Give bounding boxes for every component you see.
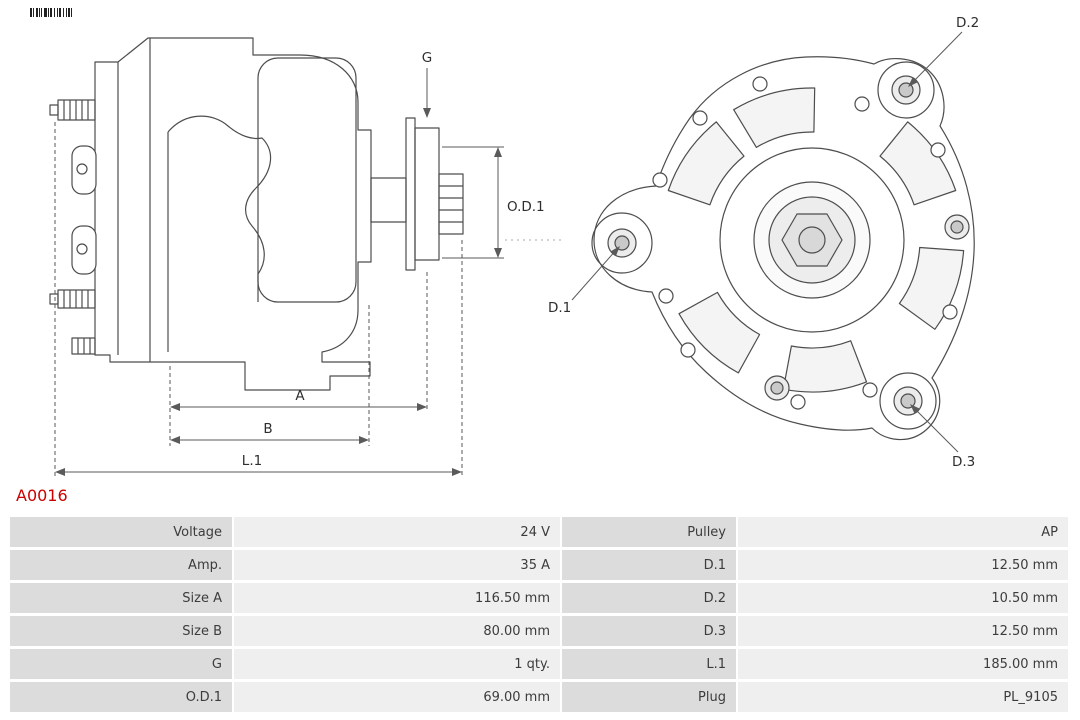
spec-value-plug: PL_9105 bbox=[738, 682, 1068, 712]
side-view-dimensions bbox=[54, 68, 565, 478]
dimension-label-l1: L.1 bbox=[242, 453, 262, 469]
dimension-label-od1: O.D.1 bbox=[507, 199, 545, 215]
spec-label-amp: Amp. bbox=[10, 550, 232, 580]
pulley-nut bbox=[719, 147, 905, 333]
spec-label-od1: O.D.1 bbox=[10, 682, 232, 712]
front-view-leaders bbox=[571, 31, 963, 453]
alternator-drawing-svg: G O.D.1 A B L.1 bbox=[30, 8, 979, 478]
spec-value-amp: 35 A bbox=[234, 550, 560, 580]
dimension-label-b: B bbox=[263, 421, 272, 437]
dimension-label-d3: D.3 bbox=[952, 454, 975, 470]
spec-label-l1: L.1 bbox=[562, 649, 736, 679]
spec-label-d2: D.2 bbox=[562, 583, 736, 613]
spec-table: Voltage 24 V Pulley AP Amp. 35 A D.1 12.… bbox=[10, 517, 1068, 712]
spec-value-od1: 69.00 mm bbox=[234, 682, 560, 712]
spec-value-d1: 12.50 mm bbox=[738, 550, 1068, 580]
spec-value-size-b: 80.00 mm bbox=[234, 616, 560, 646]
spec-label-pulley: Pulley bbox=[562, 517, 736, 547]
dimension-label-g: G bbox=[422, 50, 432, 66]
spec-label-voltage: Voltage bbox=[10, 517, 232, 547]
alternator-side-view bbox=[49, 37, 464, 391]
spec-label-g: G bbox=[10, 649, 232, 679]
spec-label-plug: Plug bbox=[562, 682, 736, 712]
alternator-front-view bbox=[591, 56, 975, 441]
spec-value-d2: 10.50 mm bbox=[738, 583, 1068, 613]
dimension-label-d2: D.2 bbox=[956, 15, 979, 31]
through-bolts bbox=[764, 214, 970, 401]
spec-label-size-a: Size A bbox=[10, 583, 232, 613]
technical-drawing: G O.D.1 A B L.1 bbox=[30, 8, 979, 478]
spec-label-size-b: Size B bbox=[10, 616, 232, 646]
part-number: A0016 bbox=[16, 486, 68, 505]
barcode bbox=[30, 8, 72, 17]
spec-value-voltage: 24 V bbox=[234, 517, 560, 547]
spec-value-l1: 185.00 mm bbox=[738, 649, 1068, 679]
spec-label-d1: D.1 bbox=[562, 550, 736, 580]
vent-slots bbox=[667, 87, 965, 393]
spec-value-size-a: 116.50 mm bbox=[234, 583, 560, 613]
terminal-studs bbox=[49, 99, 96, 355]
dimension-label-a: A bbox=[295, 388, 305, 404]
dimension-label-d1: D.1 bbox=[548, 300, 571, 316]
spec-label-d3: D.3 bbox=[562, 616, 736, 646]
spec-value-d3: 12.50 mm bbox=[738, 616, 1068, 646]
spec-value-pulley: AP bbox=[738, 517, 1068, 547]
mounting-lugs bbox=[71, 145, 97, 275]
vent-holes bbox=[652, 76, 958, 410]
spec-value-g: 1 qty. bbox=[234, 649, 560, 679]
